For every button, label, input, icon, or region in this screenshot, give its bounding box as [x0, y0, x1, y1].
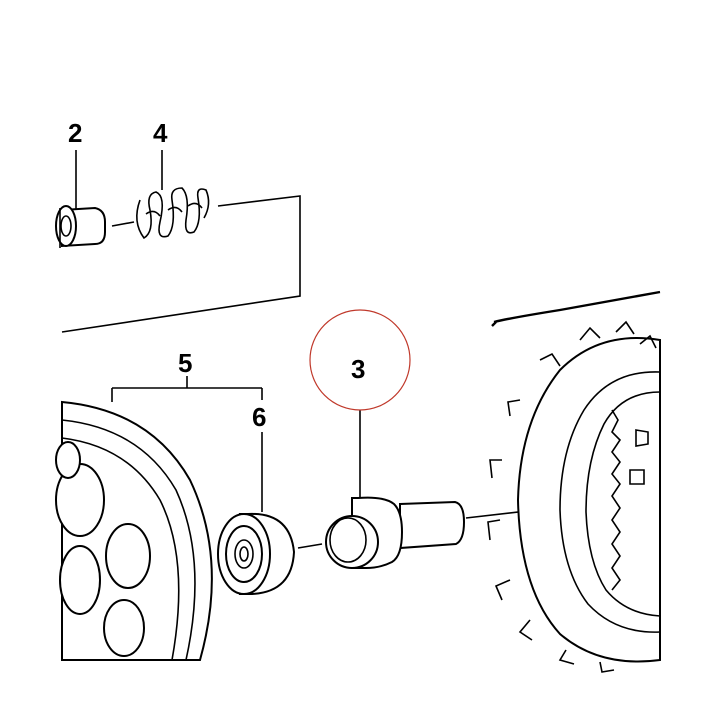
- part-2-bolt: [55, 205, 106, 248]
- axis-line-6-to-3: [297, 543, 323, 549]
- part-5-flywheel: [55, 400, 213, 661]
- callout-5: 5: [178, 348, 192, 378]
- clutch-plate: [487, 290, 661, 673]
- highlight-circle: [309, 309, 411, 411]
- part-6-bearing: [217, 512, 296, 595]
- part-4-spring: [136, 187, 210, 240]
- upper-bracket-line: [61, 195, 301, 333]
- bracket-5: [111, 376, 263, 402]
- callout-4: 4: [153, 118, 168, 148]
- callout-6: 6: [252, 402, 266, 432]
- part-3-stepped-pin: [325, 496, 466, 569]
- callout-2: 2: [68, 118, 82, 148]
- axis-line-upper-left: [111, 221, 135, 227]
- callout-3: 3: [351, 354, 365, 384]
